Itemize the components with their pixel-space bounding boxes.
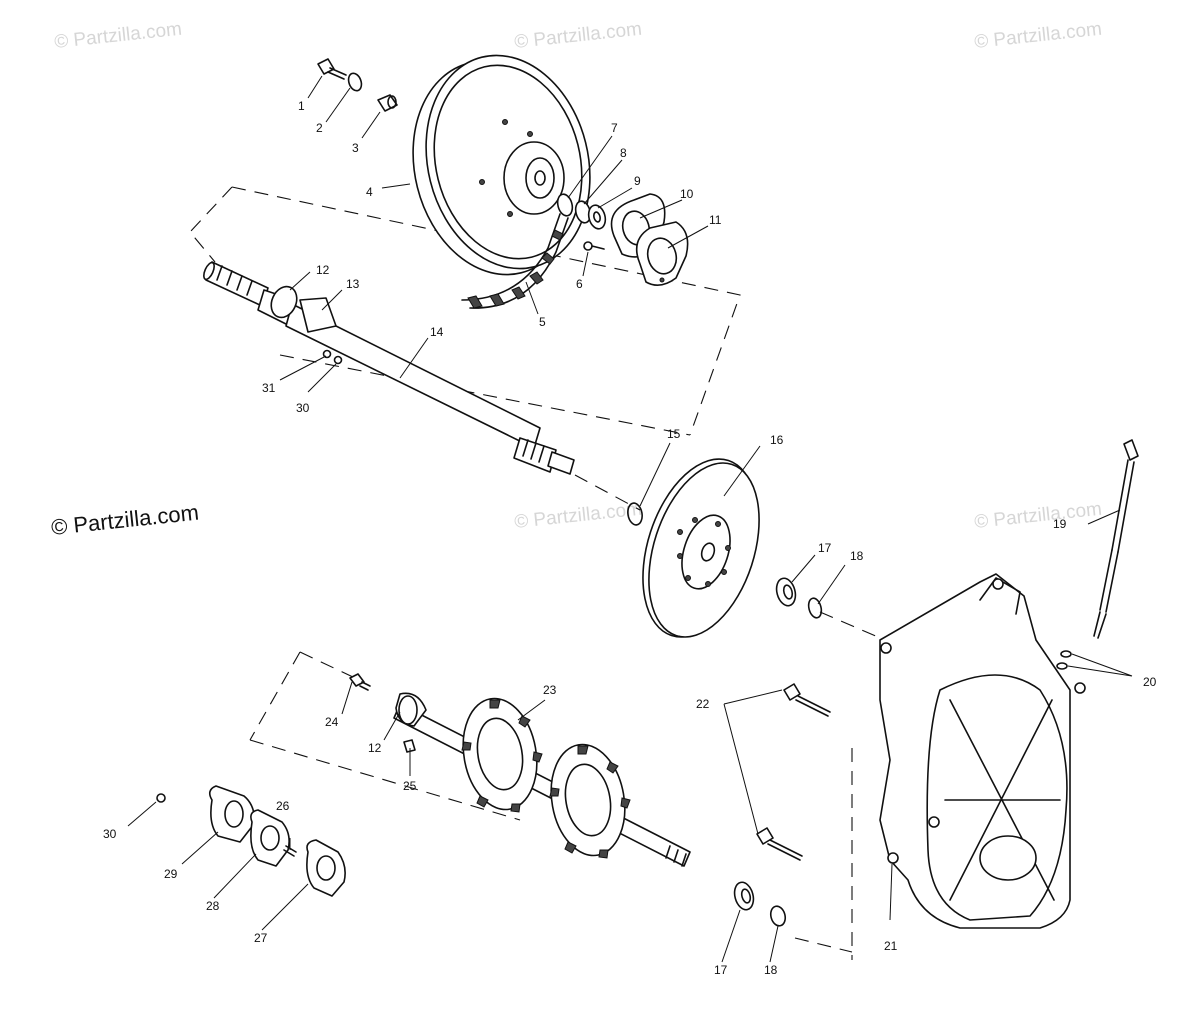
callout-27: 27	[254, 931, 268, 945]
chaincase-bolt-1	[783, 683, 831, 717]
assembly-line-lower-bottom	[249, 739, 521, 821]
callout-17-upper: 17	[818, 541, 832, 555]
driven-sprocket-drum	[412, 54, 591, 276]
callout-4: 4	[366, 185, 373, 199]
snap-ring	[627, 502, 643, 526]
dipstick-o-ring-2	[1056, 662, 1068, 670]
spacer	[377, 94, 398, 112]
lower-nut	[156, 793, 166, 803]
callout-28: 28	[206, 899, 220, 913]
callout-7: 7	[611, 121, 618, 135]
callout-15: 15	[667, 427, 681, 441]
callout-10: 10	[680, 187, 694, 201]
o-ring-lower	[769, 905, 787, 927]
watermark-middle-center: © Partzilla.com	[513, 499, 643, 533]
inner-bearing-flange	[306, 839, 346, 897]
bearing-upper	[775, 577, 797, 607]
washer	[347, 72, 363, 92]
callout-18-lower: 18	[764, 963, 778, 977]
seal-ring	[587, 204, 607, 230]
middle-flange	[250, 809, 290, 867]
lower-bolt	[349, 673, 371, 691]
watermark-top-right: © Partzilla.com	[973, 19, 1103, 53]
callout-29: 29	[164, 867, 178, 881]
assembly-line-bearing-to-case	[794, 937, 853, 953]
chaincase-bolt-2	[756, 827, 803, 861]
assembly-line-lower-left	[249, 651, 301, 741]
spring-pin	[283, 845, 297, 857]
jackshaft-washer	[322, 349, 332, 359]
assembly-line-disc-to-case	[819, 611, 886, 641]
watermark-top-center: © Partzilla.com	[513, 19, 643, 53]
bolt	[317, 58, 347, 80]
bearing-plate	[299, 297, 337, 333]
dipstick-o-ring-1	[1060, 650, 1072, 658]
outer-bearing-flange	[208, 785, 256, 843]
callout-20: 20	[1143, 675, 1157, 689]
callout-24: 24	[325, 715, 339, 729]
assembly-line-shaft-to-disc	[574, 474, 641, 511]
callout-17-lower: 17	[714, 963, 728, 977]
watermark-middle-right: © Partzilla.com	[973, 499, 1103, 533]
jackshaft-nut	[333, 355, 343, 365]
callout-3: 3	[352, 141, 359, 155]
callout-5: 5	[539, 315, 546, 329]
o-ring-upper	[807, 597, 823, 619]
callout-9: 9	[634, 174, 641, 188]
callout-31: 31	[262, 381, 276, 395]
dipstick	[1093, 439, 1139, 639]
flange-plate	[635, 221, 689, 286]
assembly-line-upper-bottom	[279, 354, 691, 436]
callout-18-upper: 18	[850, 549, 864, 563]
lower-set-screw	[403, 739, 416, 753]
leader-lines	[127, 75, 1133, 963]
callout-13: 13	[346, 277, 360, 291]
spacer-ring	[556, 193, 574, 217]
callout-16: 16	[770, 433, 784, 447]
callout-8: 8	[620, 146, 627, 160]
callout-21: 21	[884, 939, 898, 953]
chaincase-nut	[887, 852, 899, 864]
lower-bearing	[398, 695, 418, 725]
callout-12-upper: 12	[316, 263, 330, 277]
bearing-lower	[733, 881, 755, 911]
callout-23: 23	[543, 683, 557, 697]
callout-12-lower: 12	[368, 741, 382, 755]
callout-14: 14	[430, 325, 444, 339]
brake-disc	[642, 458, 760, 638]
callout-6: 6	[576, 277, 583, 291]
watermark-main: © Partzilla.com	[50, 500, 200, 540]
callout-26: 26	[276, 799, 290, 813]
chaincase-housing	[879, 573, 1086, 929]
assembly-line-upper-box	[231, 186, 741, 436]
callout-22: 22	[696, 697, 710, 711]
upper-bearing	[270, 285, 298, 319]
callout-labels: 1 2 3 4 5 6 7 8 9 10 11 12 13 14 31 30 1…	[103, 99, 1157, 977]
assembly-line-lower-top	[299, 651, 356, 679]
callout-11: 11	[709, 213, 722, 227]
callout-30-upper: 30	[296, 401, 310, 415]
callout-19: 19	[1053, 517, 1067, 531]
drive-chain	[461, 213, 569, 309]
callout-30-lower: 30	[103, 827, 117, 841]
seal-ring-bore	[593, 211, 601, 223]
drive-shaft-assembly	[393, 692, 691, 867]
assembly-line-upper-left	[189, 186, 233, 263]
callout-25: 25	[403, 779, 417, 793]
small-bolt	[583, 241, 605, 251]
callout-2: 2	[316, 121, 323, 135]
callout-1: 1	[298, 99, 305, 113]
watermark-top-left: © Partzilla.com	[53, 19, 183, 53]
